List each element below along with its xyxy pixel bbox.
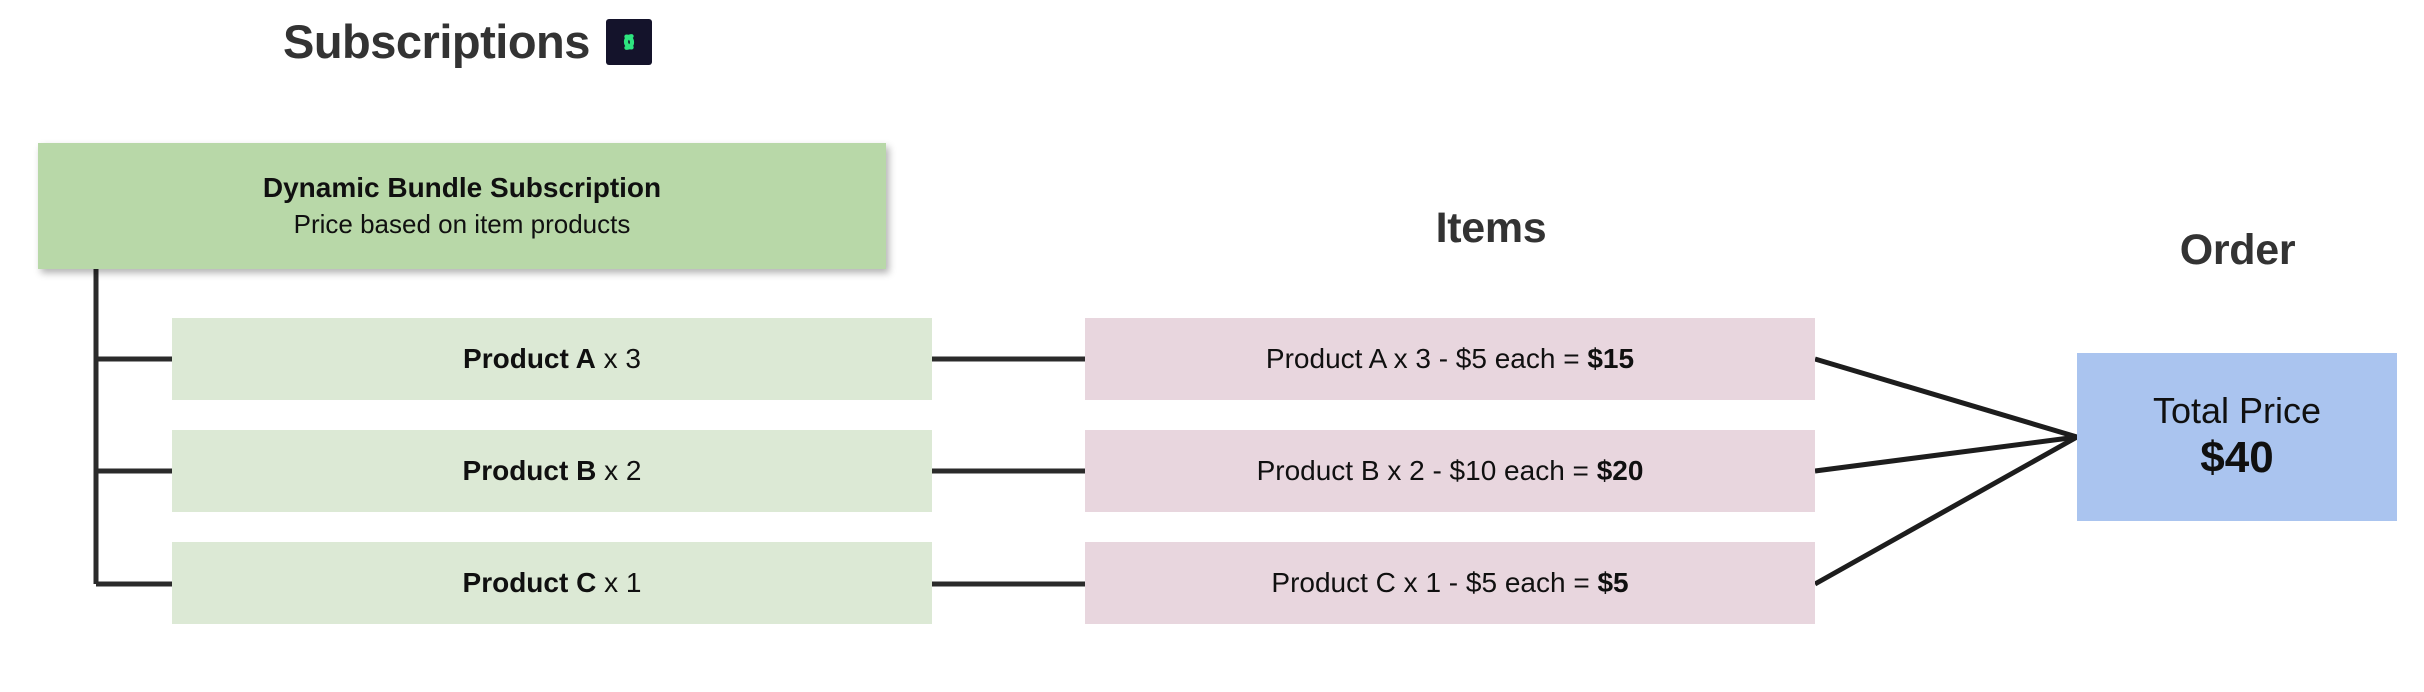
- product-quantity: x 2: [604, 455, 642, 486]
- page-title-row: Subscriptions: [283, 18, 652, 65]
- edge-item-c-to-order: [1813, 434, 2079, 587]
- item-amount: $20: [1596, 455, 1644, 486]
- subscription-name: Dynamic Bundle Subscription: [262, 172, 662, 204]
- product-label: Product B x 2: [463, 455, 642, 487]
- product-name: Product A: [463, 343, 596, 374]
- item-description: Product A x 3 - $5 each =: [1265, 343, 1588, 374]
- item-label: Product A x 3 - $5 each = $15: [1266, 343, 1634, 375]
- item-label: Product B x 2 - $10 each = $20: [1257, 455, 1644, 487]
- item-label: Product C x 1 - $5 each = $5: [1271, 567, 1628, 599]
- product-node[interactable]: Product A x 3: [172, 318, 932, 400]
- column-header-order: Order: [2179, 226, 2296, 274]
- product-quantity: x 1: [604, 567, 642, 598]
- edge-item-b-to-order: [1814, 434, 2078, 474]
- edge-item-a-to-order: [1814, 356, 2078, 440]
- subscription-description: Price based on item products: [293, 209, 631, 240]
- product-quantity: x 3: [603, 343, 641, 374]
- page-title: Subscriptions: [283, 15, 590, 68]
- item-description: Product C x 1 - $5 each =: [1271, 567, 1598, 598]
- product-node[interactable]: Product B x 2: [172, 430, 932, 512]
- product-label: Product C x 1: [463, 567, 642, 599]
- order-total-value: $40: [2200, 433, 2274, 483]
- order-node[interactable]: Total Price $40: [2077, 353, 2397, 521]
- item-node[interactable]: Product C x 1 - $5 each = $5: [1085, 542, 1815, 624]
- link-loop-icon: [605, 18, 652, 65]
- item-amount: $15: [1587, 343, 1635, 374]
- product-name: Product C: [462, 567, 597, 598]
- product-node[interactable]: Product C x 1: [172, 542, 932, 624]
- order-total-label: Total Price: [2152, 390, 2322, 431]
- item-node[interactable]: Product B x 2 - $10 each = $20: [1085, 430, 1815, 512]
- item-amount: $5: [1597, 567, 1629, 598]
- column-header-items: Items: [1435, 204, 1547, 252]
- item-description: Product B x 2 - $10 each =: [1256, 455, 1597, 486]
- product-name: Product B: [462, 455, 597, 486]
- subscription-node[interactable]: Dynamic Bundle Subscription Price based …: [38, 143, 886, 269]
- product-label: Product A x 3: [463, 343, 641, 375]
- item-node[interactable]: Product A x 3 - $5 each = $15: [1085, 318, 1815, 400]
